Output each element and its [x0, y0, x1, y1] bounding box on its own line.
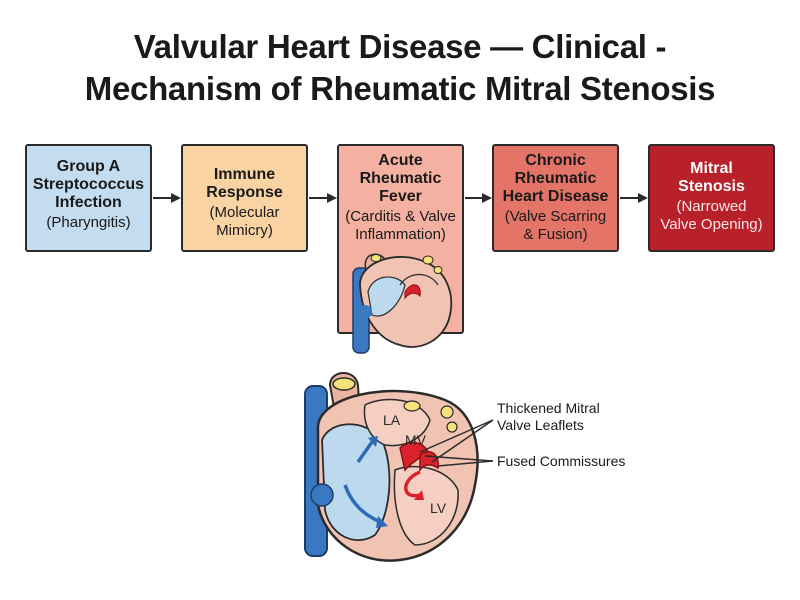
annotation-fused-commissures: Fused Commissures: [497, 453, 626, 469]
step-subtitle-line: (Valve Scarring: [504, 208, 607, 225]
step-subtitle-line: Mimicry): [216, 222, 273, 239]
step-title-line: Mitral: [690, 160, 733, 177]
step-title-line: Rheumatic: [514, 170, 597, 187]
step-title-line: Group A: [56, 158, 121, 175]
step-title-line: Stenosis: [678, 178, 745, 195]
step-subtitle-line: (Carditis & Valve: [345, 208, 456, 225]
step-subtitle-line: & Fusion): [523, 226, 588, 243]
step-title-line: Immune: [213, 166, 276, 183]
step-subtitle-line: (Molecular: [209, 204, 280, 221]
heart-illustration: [304, 372, 479, 562]
step-title-line: Response: [206, 184, 283, 201]
step-subtitle-line: Inflammation): [355, 226, 446, 243]
step-mitral-stenosis: Mitral Stenosis (Narrowed Valve Opening): [648, 144, 775, 252]
step-title-line: Acute: [378, 152, 423, 169]
title-line-1: Valvular Heart Disease — Clinical -: [133, 28, 667, 65]
label-left-atrium: LA: [383, 412, 401, 428]
step-strep-infection: Group A Streptococcus Infection (Pharyng…: [25, 144, 152, 252]
step-immune-response: Immune Response (Molecular Mimicry): [181, 144, 308, 252]
step-subtitle-line: (Pharyngitis): [46, 214, 131, 231]
step-title-line: Chronic: [525, 152, 586, 169]
label-mitral-valve: MV: [405, 432, 426, 448]
step-title-line: Streptococcus: [32, 176, 145, 193]
step-title-line: Rheumatic: [359, 170, 442, 187]
small-heart-illustration: [352, 253, 453, 354]
step-subtitle-line: (Narrowed: [676, 198, 747, 215]
step-title-line: Infection: [55, 194, 122, 211]
annotation-leaders: [419, 419, 494, 467]
step-title-line: Heart Disease: [502, 188, 609, 205]
step-chronic-rheumatic-heart-disease: Chronic Rheumatic Heart Disease (Valve S…: [492, 144, 619, 252]
title-line-2: Mechanism of Rheumatic Mitral Stenosis: [84, 70, 716, 107]
step-title-line: Fever: [379, 188, 422, 205]
label-left-ventricle: LV: [430, 500, 447, 516]
annotation-thickened-leaflets: Thickened Mitral Valve Leaflets: [497, 400, 600, 433]
step-subtitle-line: Valve Opening): [660, 216, 763, 233]
page-title: Valvular Heart Disease — Clinical - Mech…: [0, 26, 800, 110]
